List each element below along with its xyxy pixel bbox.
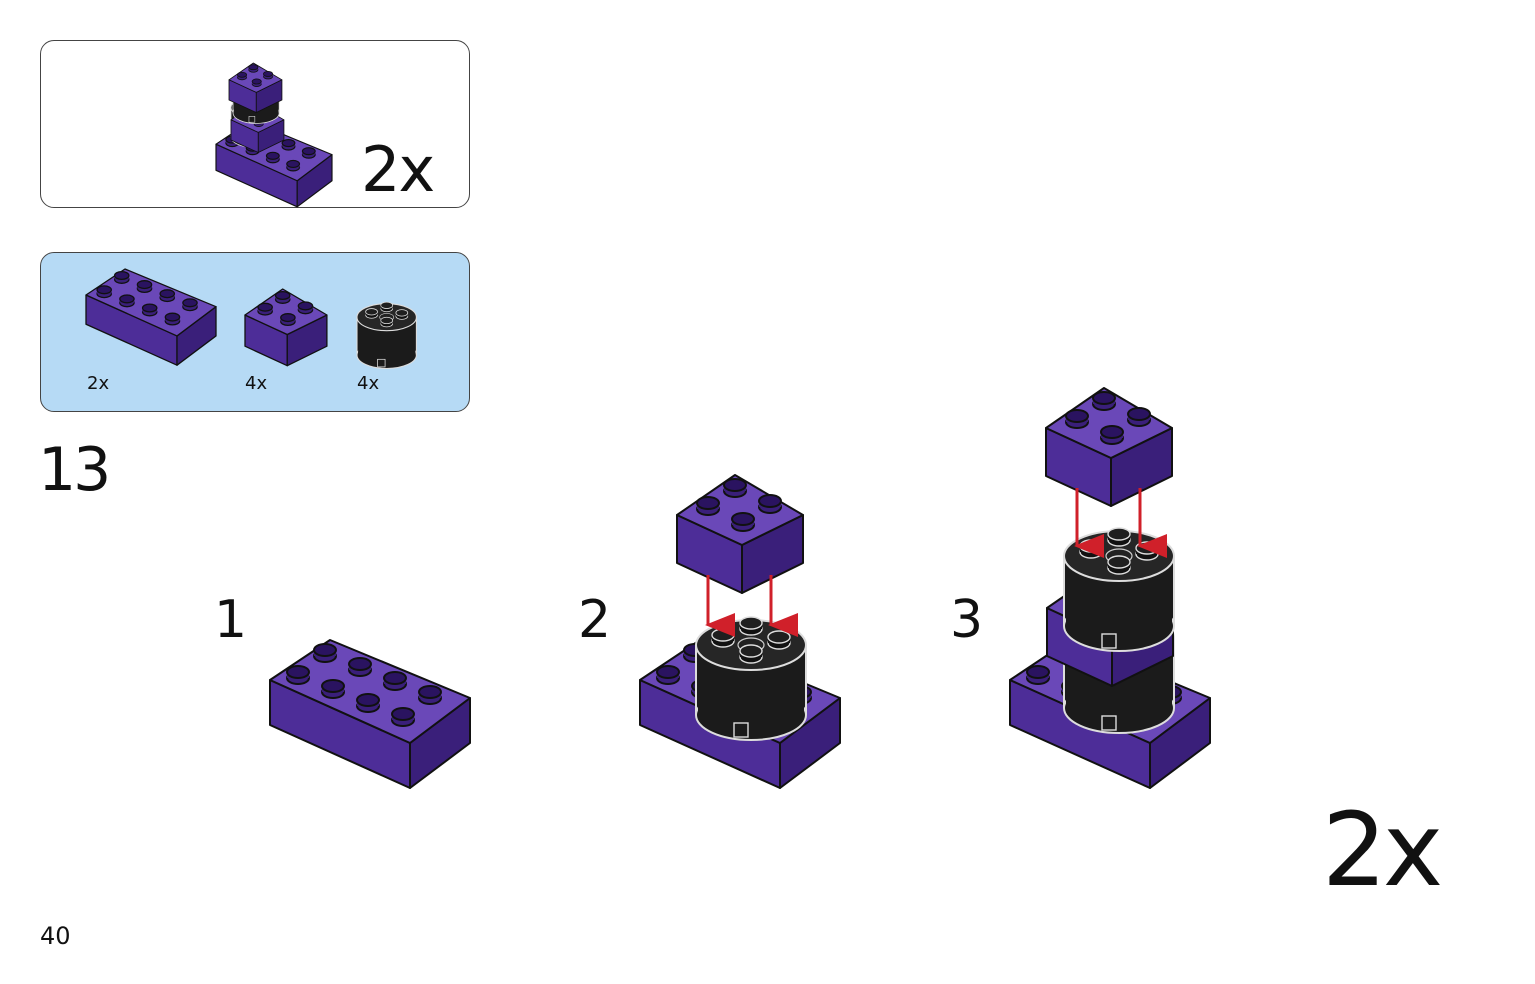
part-qty-brick-2x4: 2x [87,373,110,394]
sub-step-1-illustration [270,640,470,790]
build-multiplier: 2x [1322,791,1443,910]
page-number: 40 [40,922,71,950]
part-brick-2x2-purple [245,289,330,369]
result-preview-panel: 2x [40,40,470,208]
part-qty-round-brick: 4x [357,373,380,394]
sub-step-2-illustration [640,475,840,790]
part-round-brick-2x2-black [357,301,419,367]
sub-step-label-2: 2 [578,590,612,650]
part-qty-brick-2x2: 4x [245,373,268,394]
step-number: 13 [38,435,111,505]
sub-step-3-illustration [1010,388,1210,790]
assembled-model-preview [211,61,311,191]
part-brick-2x4-purple [86,269,221,369]
parts-list-panel: 2x 4x 4x [40,252,470,412]
result-multiplier: 2x [361,133,435,206]
sub-step-label-1: 1 [214,590,248,650]
sub-step-label-3: 3 [950,590,984,650]
